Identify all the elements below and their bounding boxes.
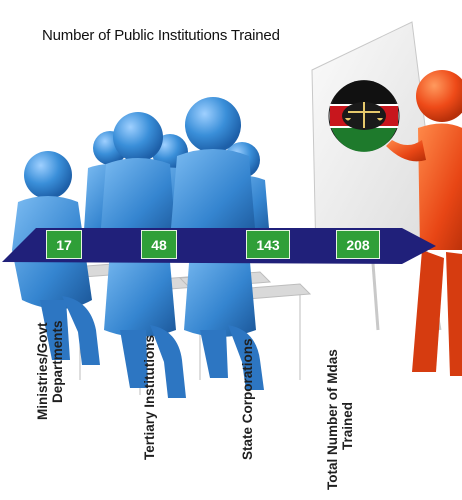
stat-label-total: Total Number of Mdas Trained: [325, 349, 355, 490]
stat-value-total: 208: [336, 230, 380, 259]
court-emblem-logo: [328, 80, 400, 152]
presenter-figure: [386, 70, 462, 376]
stat-label-line: Departments: [50, 320, 65, 403]
stat-label-line: Ministries/Govt: [35, 322, 50, 420]
stat-label-state-corporations: State Corporations: [240, 338, 255, 460]
page-title: Number of Public Institutions Trained: [42, 27, 280, 44]
stat-value-state-corporations: 143: [246, 230, 290, 259]
stat-value-tertiary: 48: [141, 230, 177, 259]
stat-label-line: Total Number of Mdas: [325, 349, 340, 490]
stat-label-tertiary: Tertiary Institutions: [142, 335, 157, 460]
audience-figures-middle: [100, 97, 256, 240]
stat-label-line: Trained: [340, 401, 355, 450]
stat-label-line: State Corporations: [240, 338, 255, 460]
stat-label-line: Tertiary Institutions: [142, 334, 157, 460]
stat-label-ministries: Ministries/Govt Departments: [35, 320, 65, 420]
stat-value-ministries: 17: [46, 230, 82, 259]
